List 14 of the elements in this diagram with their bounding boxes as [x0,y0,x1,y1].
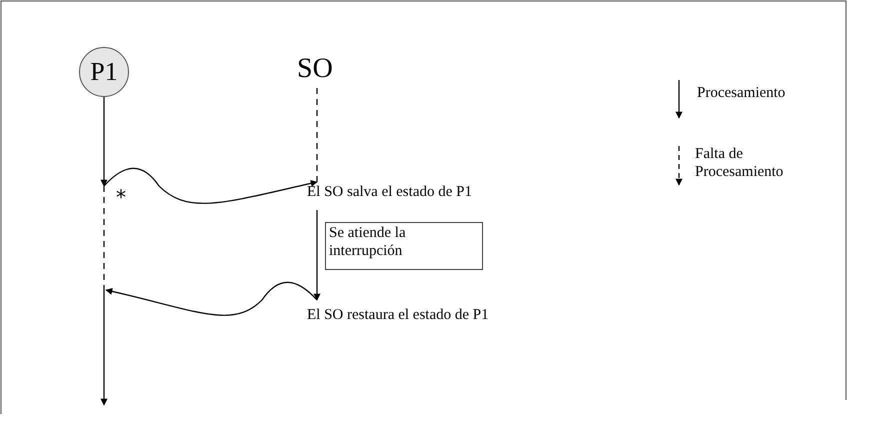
interrupt-mark: * [116,185,126,209]
legend-text: Procesamiento [697,84,786,102]
dashed-line [316,88,318,182]
arrow [105,282,318,316]
arrow [100,97,108,187]
arrow [104,168,318,204]
dashed-line [103,186,105,290]
lifeline-label: SO [297,52,333,86]
step-text: El SO restaura el estado de P1 [307,306,489,324]
legend-text: Falta de Procesamiento [695,145,784,181]
process-circle: P1 [79,47,129,97]
process-box: Se atiende la interrupción [325,222,483,270]
step-text: El SO salva el estado de P1 [307,183,472,201]
arrow [314,210,320,301]
